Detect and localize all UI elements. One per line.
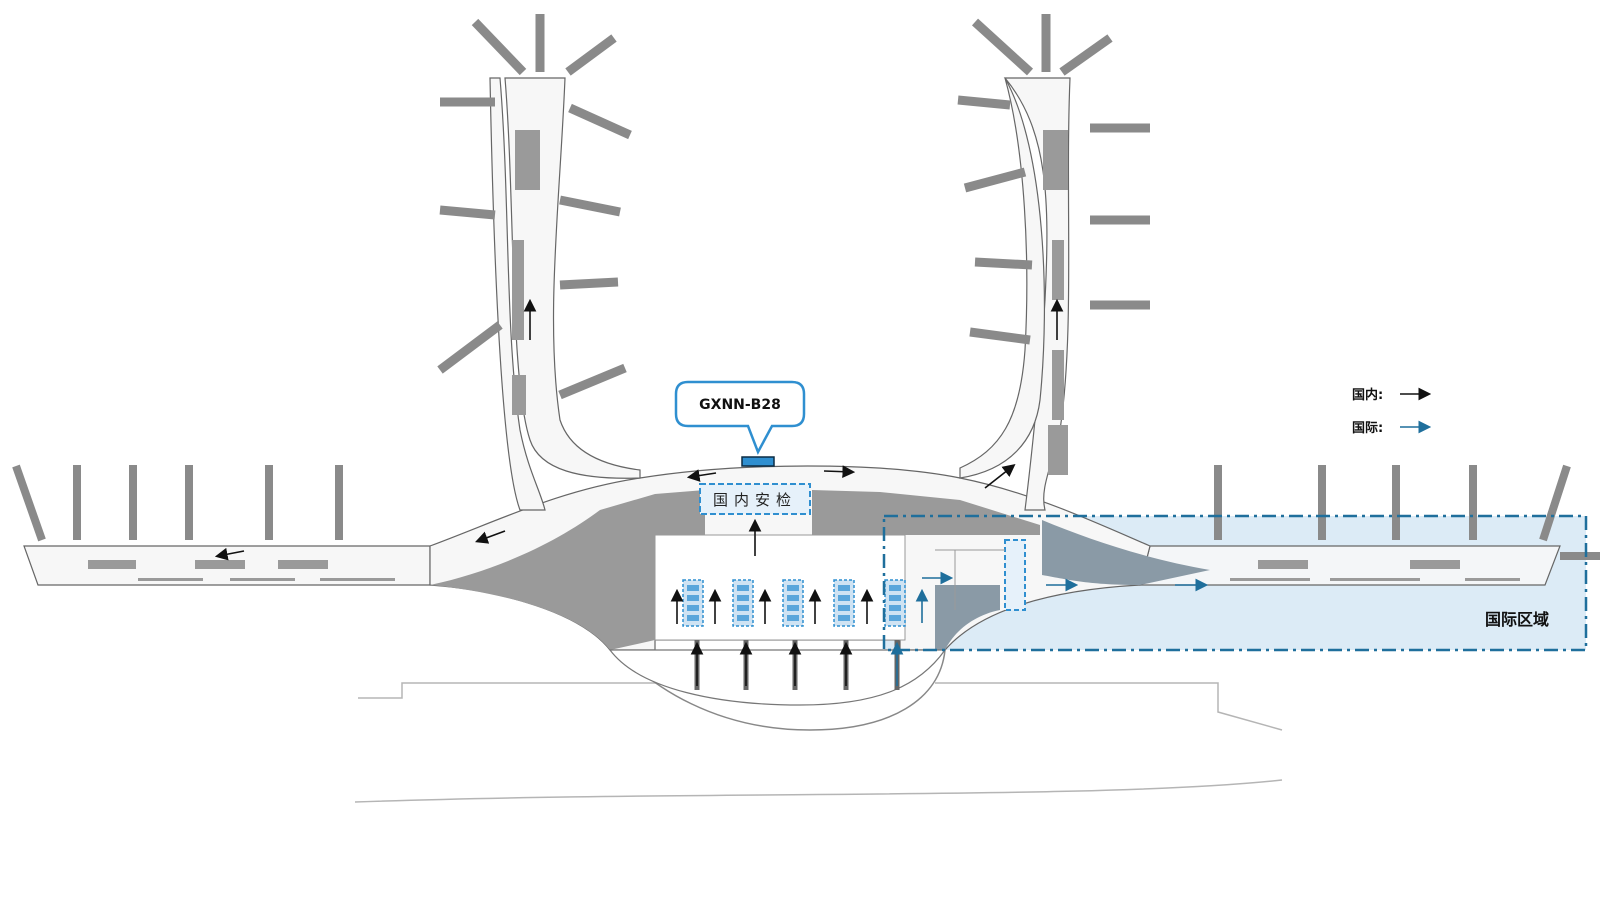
left-pier-gate-bridges: [437, 14, 632, 400]
counter-desk: [889, 595, 901, 601]
counter-desk: [787, 595, 799, 601]
legend: 国内: 国际:: [1352, 387, 1432, 436]
ad-location-callout: GXNN-B28: [674, 380, 806, 467]
legend-international-label: 国际:: [1352, 421, 1383, 436]
counter-desk: [737, 595, 749, 601]
international-zone-border: [882, 514, 1588, 652]
check-in-counter: [884, 579, 906, 627]
international-zone-label: 国际区域: [1485, 610, 1549, 629]
right-shaded-area: [1042, 520, 1210, 585]
center-right-shaded: [812, 490, 1040, 535]
counter-desk: [889, 605, 901, 611]
counter-desk: [687, 615, 699, 621]
counter-desk: [838, 605, 850, 611]
counter-desk: [687, 595, 699, 601]
right-lower-shaded: [935, 585, 1000, 650]
international-flow-arrows: [890, 571, 1209, 686]
left-wing-gate-bridges: [12, 464, 343, 542]
left-wing-details: [88, 560, 395, 581]
right-wing-gate-bridges: [1214, 464, 1600, 560]
counter-desk: [787, 615, 799, 621]
counter-desk: [889, 615, 901, 621]
left-shaded-area: [430, 494, 655, 650]
landside-curve: [608, 649, 947, 706]
right-wing-details: [1230, 560, 1520, 581]
counter-desk: [787, 605, 799, 611]
check-in-counter: [682, 579, 704, 627]
legend-domestic-label: 国内:: [1352, 387, 1383, 403]
right-pier: [959, 77, 1071, 511]
counter-desk: [687, 605, 699, 611]
counter-desk: [787, 585, 799, 591]
right-pier-gate-bridges: [957, 14, 1150, 345]
counter-desk: [838, 595, 850, 601]
counter-desk: [737, 585, 749, 591]
counter-desk: [838, 585, 850, 591]
counter-desk: [737, 605, 749, 611]
counter-desk: [687, 585, 699, 591]
counter-desk: [737, 615, 749, 621]
domestic-flow-arrows: [214, 298, 1064, 686]
counter-desk: [889, 585, 901, 591]
left-pier: [489, 77, 641, 511]
counter-desk: [838, 615, 850, 621]
domestic-security-checkpoint: 国内安检: [699, 483, 811, 515]
center-left-shaded: [655, 490, 705, 535]
check-in-counters: [682, 579, 906, 627]
security-label: 国内安检: [713, 491, 797, 509]
callout-label: GXNN-B28: [699, 397, 781, 413]
international-checkpoint: [935, 539, 1026, 611]
check-in-counter: [833, 579, 855, 627]
check-in-counter: [782, 579, 804, 627]
ad-position-marker: [741, 456, 775, 467]
check-in-counter: [732, 579, 754, 627]
